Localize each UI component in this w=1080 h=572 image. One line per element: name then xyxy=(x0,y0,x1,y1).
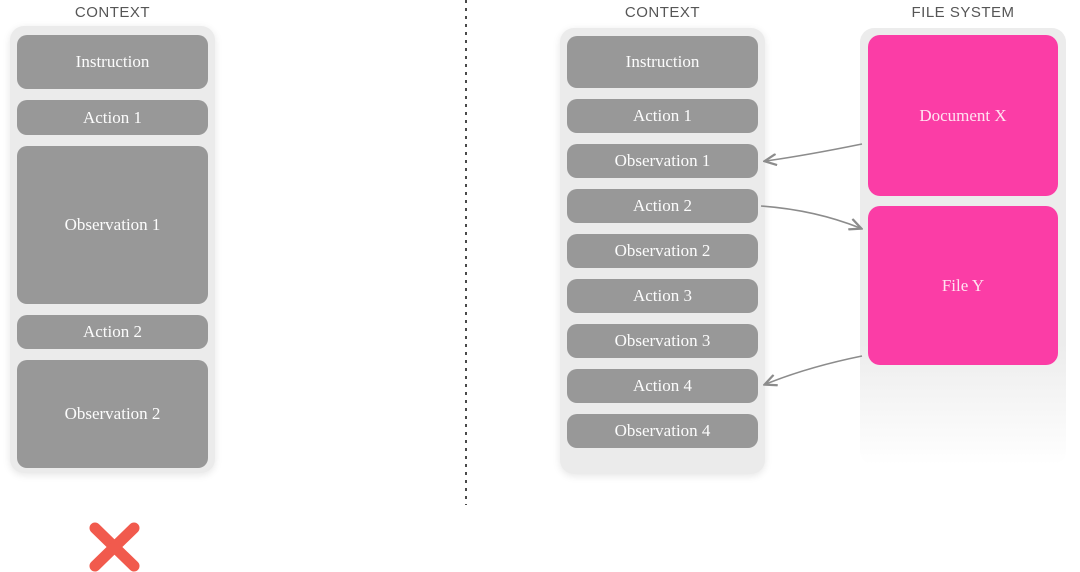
right-box-observation-3: Observation 3 xyxy=(567,324,758,358)
dotted-divider xyxy=(465,0,467,505)
right-box-instruction: Instruction xyxy=(567,36,758,88)
left-box-instruction: Instruction xyxy=(17,35,208,89)
left-box-observation-1: Observation 1 xyxy=(17,146,208,304)
left-box-action-1: Action 1 xyxy=(17,100,208,135)
right-box-action-4: Action 4 xyxy=(567,369,758,403)
file-system-container: Document X File Y xyxy=(860,28,1066,465)
file-system-header: FILE SYSTEM xyxy=(911,4,1015,21)
file-y: File Y xyxy=(868,206,1058,365)
file-document-x: Document X xyxy=(868,35,1058,196)
arrow-action2-to-filey xyxy=(760,205,860,228)
right-box-action-1: Action 1 xyxy=(567,99,758,133)
left-box-action-2: Action 2 xyxy=(17,315,208,349)
right-box-observation-1: Observation 1 xyxy=(567,144,758,178)
arrow-documentx-to-observation1 xyxy=(766,143,863,161)
right-box-action-2: Action 2 xyxy=(567,189,758,223)
right-context-header: CONTEXT xyxy=(624,4,701,21)
right-context-container: Instruction Action 1 Observation 1 Actio… xyxy=(560,28,765,474)
right-box-observation-4: Observation 4 xyxy=(567,414,758,448)
arrow-filey-to-action4 xyxy=(766,355,863,384)
left-box-observation-2: Observation 2 xyxy=(17,360,208,468)
right-box-observation-2: Observation 2 xyxy=(567,234,758,268)
left-context-header: CONTEXT xyxy=(74,4,151,21)
left-context-container: Instruction Action 1 Observation 1 Actio… xyxy=(10,26,215,473)
right-box-action-3: Action 3 xyxy=(567,279,758,313)
